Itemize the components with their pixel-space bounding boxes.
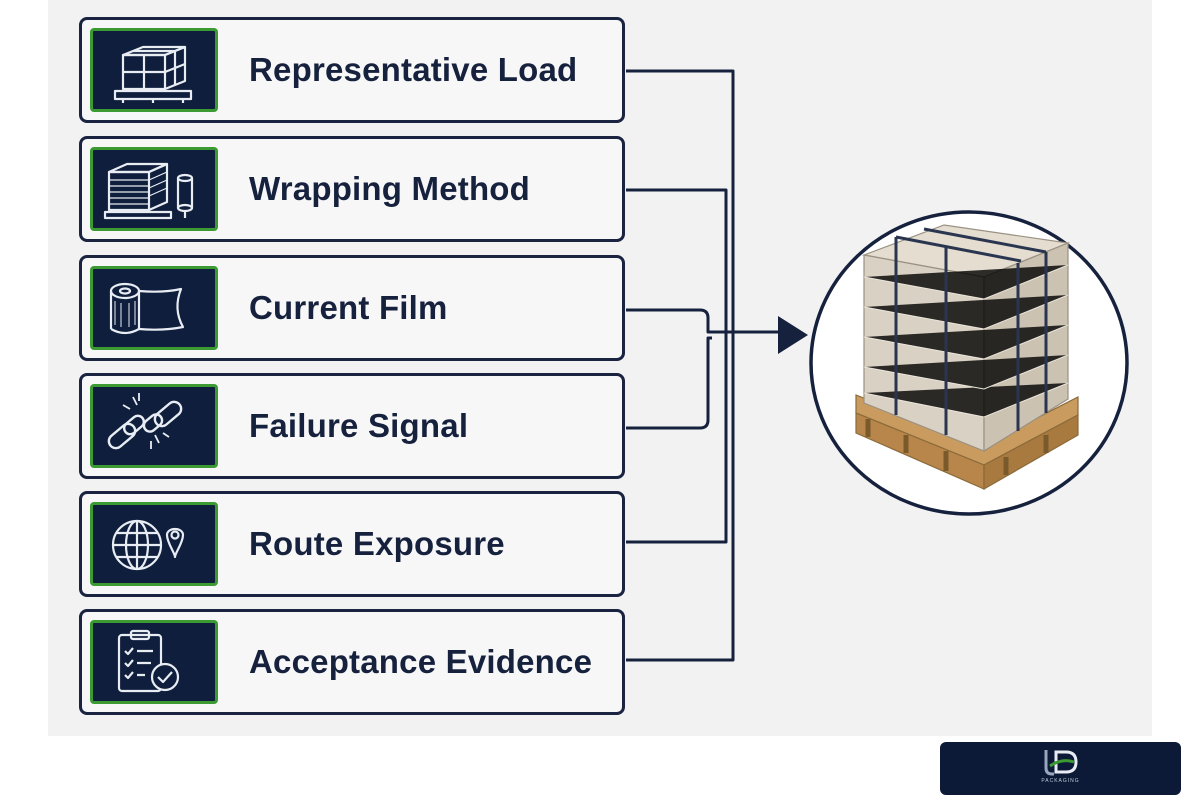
clipboard-check-icon: [90, 620, 218, 704]
broken-chain-icon: [90, 384, 218, 468]
wrapped-pallet-roll-icon: [90, 147, 218, 231]
item-label: Route Exposure: [249, 525, 505, 562]
item-label: Current Film: [249, 289, 448, 326]
item-label: Failure Signal: [249, 407, 469, 444]
pallet-boxes-icon: [90, 28, 218, 112]
item-acceptance-evidence: Acceptance Evidence: [79, 609, 625, 715]
film-roll-icon: [90, 266, 218, 350]
item-label: Representative Load: [249, 51, 578, 88]
globe-pin-icon: [90, 502, 218, 586]
brand-logo-icon: [1044, 750, 1078, 776]
item-wrapping-method: Wrapping Method: [79, 136, 625, 242]
item-label: Acceptance Evidence: [249, 643, 593, 680]
logo-text: PACKAGING: [1041, 778, 1080, 784]
item-label: Wrapping Method: [249, 170, 531, 207]
item-route-exposure: Route Exposure: [79, 491, 625, 597]
item-failure-signal: Failure Signal: [79, 373, 625, 479]
wrapped-pallet-icon: [809, 210, 1129, 516]
item-current-film: Current Film: [79, 255, 625, 361]
brand-logo: PACKAGING: [940, 742, 1181, 795]
item-representative-load: Representative Load: [79, 17, 625, 123]
